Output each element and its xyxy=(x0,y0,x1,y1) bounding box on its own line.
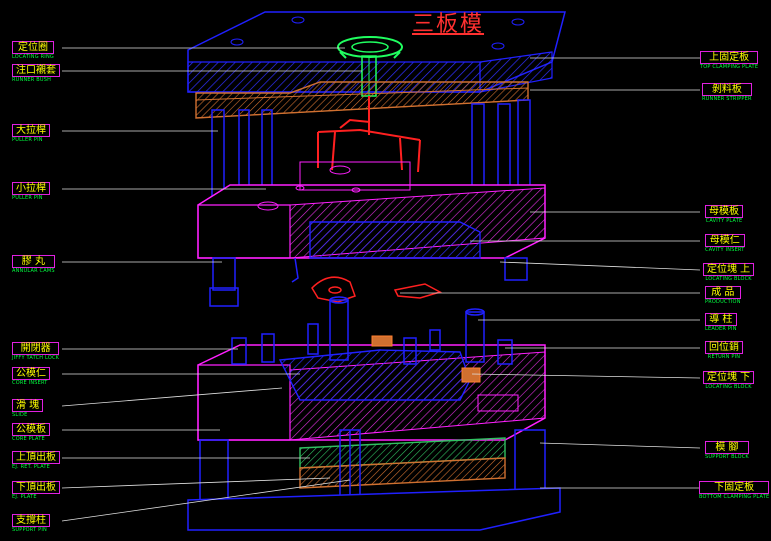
label-cavity-insert: 母模仁 CAVITY INSERT xyxy=(705,234,745,254)
label-zh: 成 品 xyxy=(705,286,741,299)
label-en: EJ. RET. PLATE xyxy=(12,464,51,470)
label-zh: 開閉器 xyxy=(12,342,60,355)
label-core-plate: 公模板 CORE PLATE xyxy=(12,423,50,443)
label-en: SUPPORT PIN xyxy=(12,527,47,533)
label-zh: 小拉桿 xyxy=(12,182,50,195)
label-ej-plate: 下頂出板 EJ. PLATE xyxy=(12,481,60,501)
label-en: PRODUCTION xyxy=(705,299,741,305)
label-support-block: 模 腳 SUPPORT BLOCK xyxy=(705,441,749,461)
label-locating-block-upper: 定位塊 上 LOCATING BLOCK xyxy=(703,263,755,283)
label-zh: 上頂出板 xyxy=(12,451,60,464)
label-zh: 滑 塊 xyxy=(12,399,44,412)
label-leader-pin: 導 柱 LEADER PIN xyxy=(705,313,737,333)
label-top-clamping-plate: 上固定板 TOP CLAMPING PLATE xyxy=(700,51,759,71)
label-production: 成 品 PRODUCTION xyxy=(705,286,741,306)
label-en: BOTTOM CLAMPING PLATE xyxy=(699,494,770,500)
label-en: SUPPORT BLOCK xyxy=(705,454,749,460)
runner-system xyxy=(317,96,421,173)
label-slide: 滑 塊 SLIDE xyxy=(12,399,44,419)
label-zh: 注口襯套 xyxy=(12,64,60,77)
label-en: JIFFY TATCH LOCK xyxy=(12,355,60,361)
label-puller-pin-small: 小拉桿 PULLER PIN xyxy=(12,182,50,202)
label-zh: 公模仁 xyxy=(12,367,50,380)
label-zh: 公模板 xyxy=(12,423,50,436)
label-zh: 母模板 xyxy=(705,205,743,218)
label-zh: 下固定板 xyxy=(699,481,770,494)
locating-block-lower xyxy=(371,335,481,383)
leader-lines xyxy=(61,47,701,522)
label-cavity-plate: 母模板 CAVITY PLATE xyxy=(705,205,743,225)
label-runner-stripper: 剝料板 RUNNER STRIPPER xyxy=(702,83,752,103)
label-en: LOCATING BLOCK xyxy=(705,276,752,282)
core-inserts xyxy=(231,296,513,365)
label-core-insert: 公模仁 CORE INSERT xyxy=(12,367,50,387)
label-en: RETURN PIN xyxy=(707,354,741,360)
label-en: RUNNER BUSH xyxy=(12,77,52,83)
label-bottom-clamping-plate: 下固定板 BOTTOM CLAMPING PLATE xyxy=(699,481,770,501)
label-en: PULLER PIN xyxy=(12,137,43,143)
label-en: CAVITY PLATE xyxy=(705,218,743,224)
label-puller-pin-large: 大拉桿 PULLER PIN xyxy=(12,124,50,144)
core-plate xyxy=(197,344,546,441)
label-en: LOCATING BLOCK xyxy=(705,384,752,390)
label-en: SLIDE xyxy=(12,412,28,418)
label-en: EJ. PLATE xyxy=(12,494,37,500)
label-annular-cams: 膠 丸 ANNULAR CAMS xyxy=(12,255,55,275)
label-zh: 定位塊 下 xyxy=(703,371,755,384)
label-runner-bush: 注口襯套 RUNNER BUSH xyxy=(12,64,60,84)
label-en: PULLER PIN xyxy=(12,195,43,201)
label-locating-block-lower: 定位塊 下 LOCATING BLOCK xyxy=(703,371,755,391)
label-support-pin: 支撐柱 SUPPORT PIN xyxy=(12,514,50,534)
label-zh: 導 柱 xyxy=(705,313,737,326)
label-zh: 大拉桿 xyxy=(12,124,50,137)
annular-cams xyxy=(209,257,528,307)
label-zh: 下頂出板 xyxy=(12,481,60,494)
label-en: LEADER PIN xyxy=(705,326,737,332)
label-en: CAVITY INSERT xyxy=(705,247,745,253)
label-ej-ret-plate: 上頂出板 EJ. RET. PLATE xyxy=(12,451,60,471)
label-zh: 膠 丸 xyxy=(12,255,55,268)
label-zh: 剝料板 xyxy=(702,83,752,96)
label-zh: 模 腳 xyxy=(705,441,749,454)
label-jiffy-lock: 開閉器 JIFFY TATCH LOCK xyxy=(12,342,60,362)
cavity-plate xyxy=(197,161,546,259)
label-zh: 上固定板 xyxy=(700,51,759,64)
label-en: CORE PLATE xyxy=(12,436,45,442)
locating-ring xyxy=(337,36,403,59)
label-locating-ring: 定位圈 LOCATING RING xyxy=(12,41,54,61)
label-en: LOCATING RING xyxy=(12,54,54,60)
label-en: ANNULAR CAMS xyxy=(12,268,55,274)
bottom-clamping-plate xyxy=(187,487,561,531)
label-zh: 支撐柱 xyxy=(12,514,50,527)
label-en: TOP CLAMPING PLATE xyxy=(700,64,759,70)
label-zh: 回位銷 xyxy=(705,341,743,354)
label-return-pin: 回位銷 RETURN PIN xyxy=(705,341,743,361)
ejector-plates xyxy=(299,437,506,489)
label-en: RUNNER STRIPPER xyxy=(702,96,752,102)
label-zh: 母模仁 xyxy=(705,234,745,247)
diagram-title: 三板模 xyxy=(412,12,485,37)
label-zh: 定位圈 xyxy=(12,41,54,54)
label-zh: 定位塊 上 xyxy=(703,263,755,276)
label-en: CORE INSERT xyxy=(12,380,48,386)
